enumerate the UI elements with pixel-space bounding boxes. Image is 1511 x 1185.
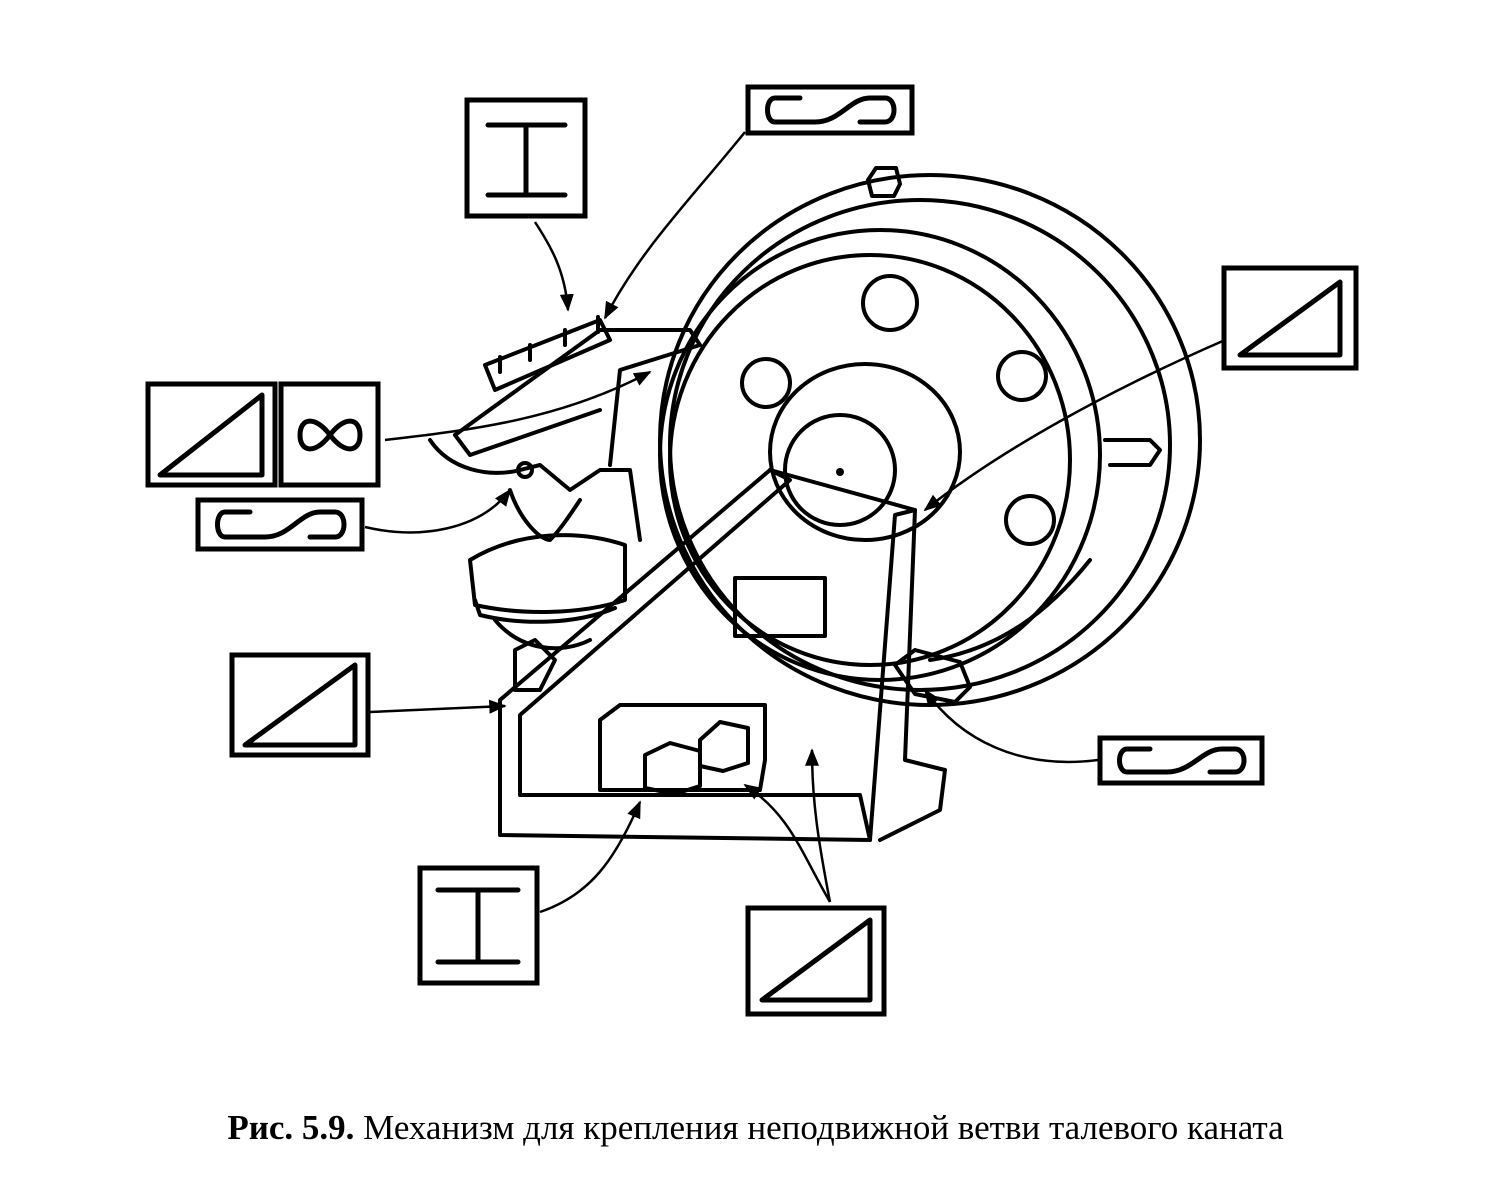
i-beam-icon [485, 122, 568, 198]
infinity-symbol-left [278, 381, 381, 488]
s-curve-symbol-top [745, 84, 915, 136]
bolt-hole [1004, 494, 1056, 546]
caption-text: Механизм для крепления неподвижной ветви… [363, 1108, 1284, 1147]
triangle-icon [157, 392, 265, 478]
triangle-symbol-left [145, 381, 278, 488]
triangle-symbol-right [1221, 265, 1359, 371]
frame [498, 468, 1092, 842]
i-beam-icon [435, 887, 521, 965]
s-curve-icon [765, 95, 897, 125]
triangle-icon [759, 917, 873, 1003]
shaft [783, 413, 897, 527]
triangle-icon [242, 662, 358, 748]
s-curve-icon [215, 509, 347, 540]
s-curve-symbol-lower-right [1097, 735, 1265, 786]
bolt-hole [861, 274, 919, 332]
i-beam-symbol-bottom [417, 865, 540, 986]
drum [658, 166, 1202, 707]
s-curve-icon [1117, 746, 1247, 775]
lever-arm [428, 315, 702, 542]
triangle-symbol-lower-left [229, 652, 371, 758]
bolt-hole [740, 357, 792, 409]
figure-caption: Рис. 5.9. Механизм для крепления неподви… [0, 1108, 1511, 1148]
infinity-icon [297, 418, 363, 452]
triangle-symbol-bottom [745, 905, 887, 1017]
bolt-hole [996, 350, 1048, 402]
s-curve-symbol-left [195, 497, 365, 552]
caption-label: Рис. 5.9. [227, 1108, 355, 1147]
i-beam-symbol-top [464, 97, 588, 219]
triangle-icon [1237, 279, 1343, 358]
leader-arrows [364, 131, 1226, 914]
